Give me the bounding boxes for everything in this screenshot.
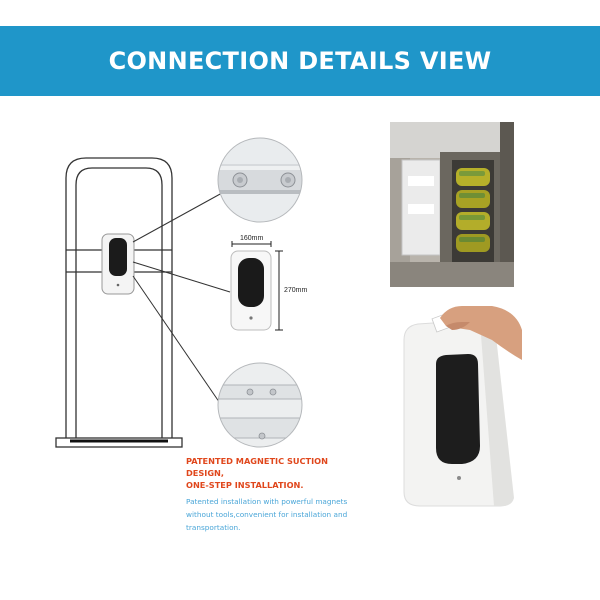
leader-lines <box>132 192 231 413</box>
page-title: CONNECTION DETAILS VIEW <box>108 47 492 75</box>
height-dimension-label: 270mm <box>284 287 308 294</box>
header-banner: CONNECTION DETAILS VIEW <box>0 26 600 96</box>
zoom-circle-top <box>217 137 303 223</box>
feature-title-line1: PATENTED MAGNETIC SUCTION DESIGN, <box>186 456 328 478</box>
stand-dispenser <box>101 233 135 295</box>
feature-title-line2: ONE-STEP INSTALLATION. <box>186 480 304 490</box>
feature-desc-line3: transportation. <box>186 523 241 532</box>
feature-desc-line1: Patented installation with powerful magn… <box>186 497 348 506</box>
photo-dispenser-hand <box>403 306 522 507</box>
product-dispenser <box>230 250 272 331</box>
feature-block: PATENTED MAGNETIC SUCTION DESIGN, ONE-ST… <box>186 455 366 534</box>
dimension-lines <box>231 241 283 331</box>
stand-frame <box>55 157 183 448</box>
zoom-circle-bottom <box>217 362 303 448</box>
width-dimension-label: 160mm <box>240 235 264 242</box>
feature-description: Patented installation with powerful magn… <box>186 495 366 534</box>
feature-title: PATENTED MAGNETIC SUCTION DESIGN, ONE-ST… <box>186 455 366 491</box>
photo-dispenser-interior <box>390 122 514 287</box>
feature-desc-line2: without tools,convenient for installatio… <box>186 510 348 519</box>
